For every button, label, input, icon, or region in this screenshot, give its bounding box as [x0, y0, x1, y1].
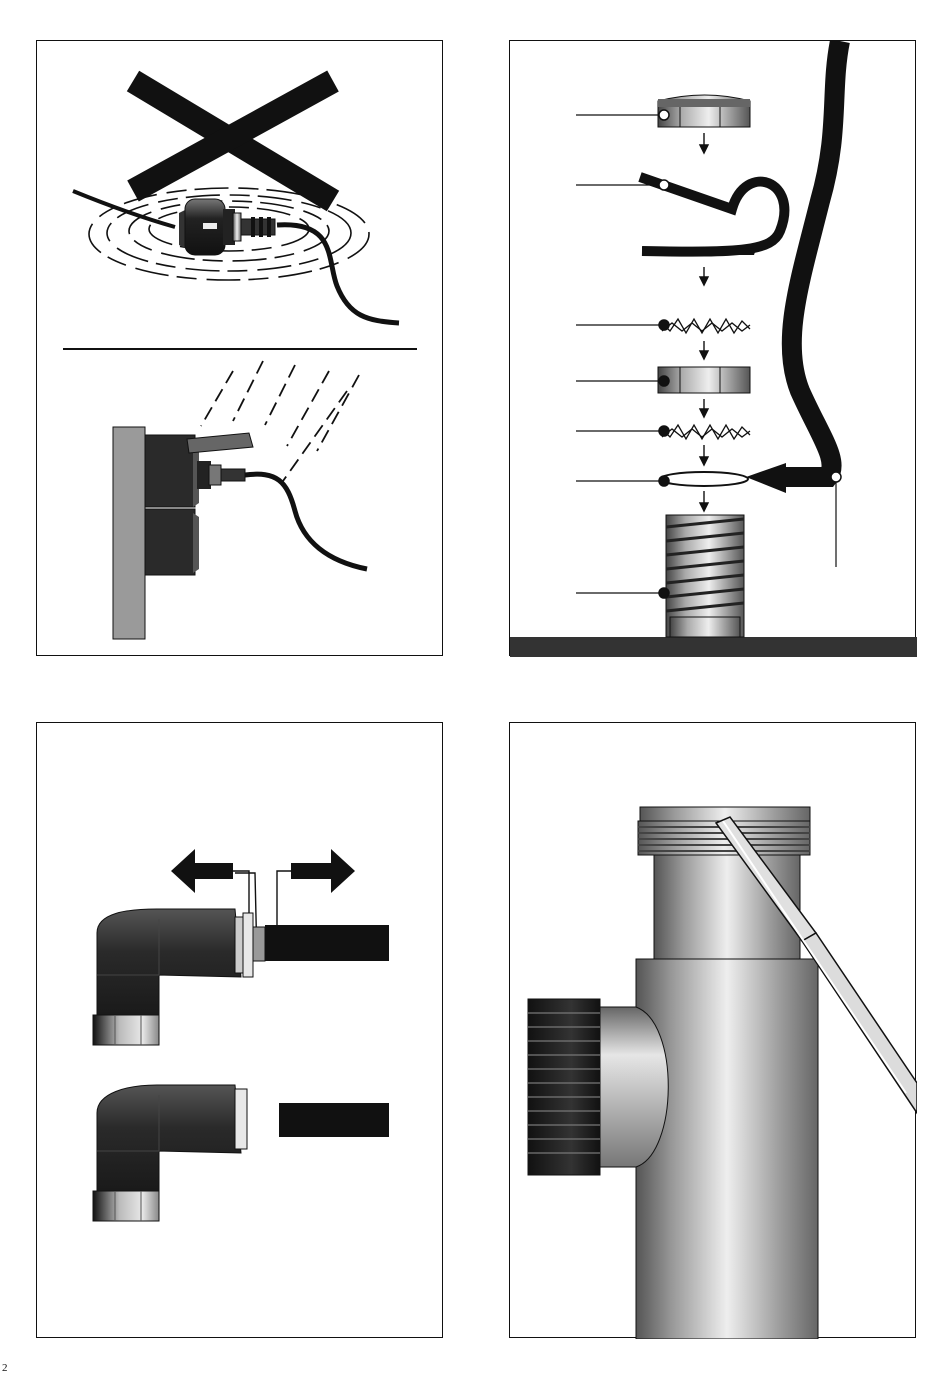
rain-icon: [201, 361, 359, 481]
cross-out-icon: [133, 81, 333, 201]
elbow-disconnect-illustration: [37, 723, 444, 1339]
figure-screwdriver-removal: [509, 722, 916, 1338]
hose-end-icon: [746, 463, 786, 493]
callout-leaders: [576, 115, 660, 593]
ring-nut-icon: [658, 367, 750, 393]
floor-base: [510, 637, 917, 657]
elbow-fitting-icon: [93, 909, 265, 1045]
side-stub-icon: [600, 1007, 668, 1167]
plug-icon: [179, 199, 275, 255]
hose-section-icon: [265, 925, 389, 961]
plug-warning-illustration: [37, 41, 444, 657]
serrated-washer-icon-2: [662, 425, 750, 439]
hose-section-detached-icon: [279, 1103, 389, 1137]
arrow-right-icon: [291, 849, 355, 893]
figure-plug-warning: [36, 40, 443, 656]
union-nut-icon: [658, 95, 750, 127]
screwdriver-removal-illustration: [510, 723, 917, 1339]
figure-elbow-disconnect: [36, 722, 443, 1338]
serrated-washer-icon: [662, 319, 750, 333]
wall-icon: [113, 427, 145, 639]
cable-left-icon: [73, 191, 175, 227]
arrow-left-icon: [171, 849, 233, 893]
figure-hose-connection-exploded: [509, 40, 916, 656]
threaded-spigot-icon: [666, 515, 744, 637]
socket-outlet-icon: [145, 433, 253, 575]
page-number: 2: [2, 1362, 8, 1374]
pipe-body-icon: [636, 959, 818, 1339]
hose-icon: [786, 41, 840, 477]
knurled-nut-icon: [528, 999, 600, 1175]
plug-socket-rain-icon: [197, 461, 367, 569]
seal-ring-icon: [660, 472, 748, 486]
hose-connection-illustration: [510, 41, 917, 657]
arrow-down-icon: [700, 133, 708, 511]
elbow-fitting-icon-detached: [93, 1085, 247, 1221]
